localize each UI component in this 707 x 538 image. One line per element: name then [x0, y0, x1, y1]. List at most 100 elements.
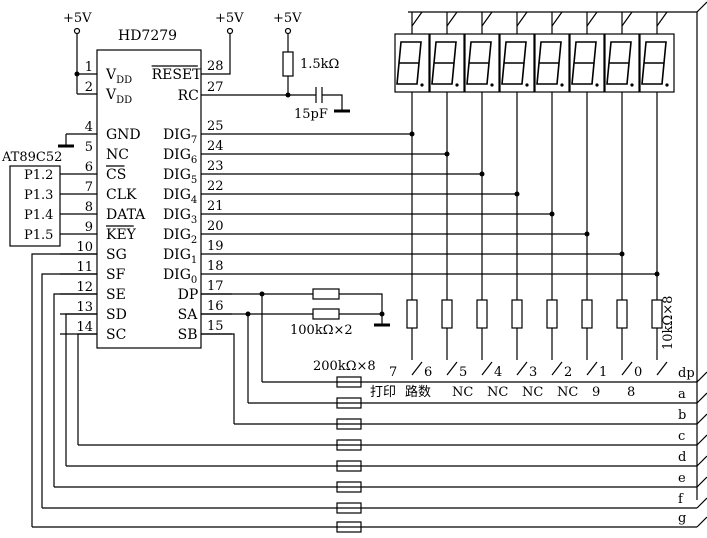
- pin-label: SA: [178, 307, 199, 323]
- segment-resistor: [336, 376, 362, 388]
- seven-segment-display: [534, 33, 570, 93]
- pin-number: 2: [85, 80, 93, 95]
- pin-number: 25: [207, 119, 224, 134]
- seven-segment-display-group: [394, 33, 675, 93]
- key-column-label: 6: [424, 365, 432, 380]
- pin-number: 21: [207, 199, 224, 214]
- key-function-label: 9: [592, 385, 600, 400]
- key-function-label: NC: [452, 385, 473, 400]
- segment-resistor: [336, 460, 362, 472]
- pin-label: SF: [106, 267, 126, 283]
- pin-number: 9: [85, 220, 93, 235]
- mcu-pin-label: P1.2: [24, 168, 53, 183]
- vcc-symbol-rc: +5V: [273, 11, 302, 52]
- pin-label: DATA: [106, 207, 146, 223]
- vcc-symbol-chip: +5V: [63, 11, 92, 94]
- key-column-label: 7: [389, 365, 397, 380]
- chip-pin-left-2: 2 VDD: [85, 80, 132, 106]
- pin-number: 11: [76, 260, 93, 275]
- mcu-pin-P1-2: P1.2: [24, 168, 53, 183]
- pin-label: DIG7: [163, 127, 197, 146]
- key-column-label: 5: [459, 365, 467, 380]
- key-column-label: 0: [634, 365, 642, 380]
- segment-line-dp: dp: [262, 366, 707, 388]
- digit-resistor: [511, 299, 523, 329]
- mcu-name: AT89C52: [1, 150, 62, 165]
- segment-resistor: [336, 481, 362, 493]
- at89c52-mcu: [9, 165, 61, 247]
- pin-label: DP: [178, 287, 199, 303]
- digit-column-line: [651, 11, 668, 376]
- pin-number: 19: [207, 239, 224, 254]
- segment-line-f: f: [42, 492, 707, 514]
- digit-column-line: [581, 11, 598, 376]
- segment-label: g: [678, 511, 686, 526]
- pin-number: 27: [207, 80, 224, 95]
- pin-number: 28: [207, 59, 224, 74]
- pin-number: 12: [76, 280, 93, 295]
- pin-number: 15: [207, 319, 224, 334]
- mcu-pin-label: P1.5: [24, 228, 53, 243]
- vcc-symbol-reset: +5V: [201, 11, 244, 75]
- pin-label: VDD: [105, 67, 132, 86]
- seven-segment-display: [639, 33, 675, 93]
- digit-column-line: [476, 11, 493, 376]
- segment-resistor: [336, 418, 362, 430]
- segment-resistor: [336, 502, 362, 514]
- pin-label: RESET: [152, 67, 203, 83]
- key-column-label: 1: [599, 365, 607, 380]
- mcu-pin-label: P1.3: [24, 188, 53, 203]
- sa-resistors-label: 100kΩ×2: [290, 323, 353, 338]
- segment-line-g: g: [32, 511, 707, 533]
- key-function-label: 8: [627, 385, 635, 400]
- digit-column-line: [441, 11, 458, 376]
- pin-label: DIG1: [163, 247, 197, 266]
- segment-label: a: [678, 387, 686, 402]
- pin-number: 4: [85, 120, 93, 135]
- pin-number: 13: [76, 300, 93, 315]
- pin-number: 23: [207, 159, 224, 174]
- pin-number: 16: [207, 299, 224, 314]
- key-function-label: NC: [557, 385, 578, 400]
- segment-label: c: [678, 429, 685, 444]
- pin-number: 6: [85, 160, 93, 175]
- chip-name: HD7279: [118, 28, 177, 44]
- seven-segment-display: [499, 33, 535, 93]
- seven-segment-display: [394, 33, 430, 93]
- pin-number: 17: [207, 279, 224, 294]
- pin-label: SG: [106, 247, 127, 263]
- hd7279-chip: [96, 49, 202, 349]
- digit-column-line: [546, 11, 563, 376]
- pin-number: 5: [85, 140, 93, 155]
- digit-resistor: [476, 299, 488, 329]
- pin-number: 18: [207, 259, 224, 274]
- pin-label: KEY: [106, 227, 137, 243]
- pin-label: RC: [178, 88, 199, 104]
- digit-resistor: [616, 299, 628, 329]
- segment-line-b: b: [234, 408, 707, 430]
- sa-resistor: [312, 308, 340, 320]
- pin-label: VDD: [105, 87, 132, 106]
- seven-segment-display: [429, 33, 465, 93]
- mcu-pin-P1-4: P1.4: [24, 208, 53, 223]
- vcc-label: +5V: [273, 11, 302, 26]
- vcc-label: +5V: [63, 11, 92, 26]
